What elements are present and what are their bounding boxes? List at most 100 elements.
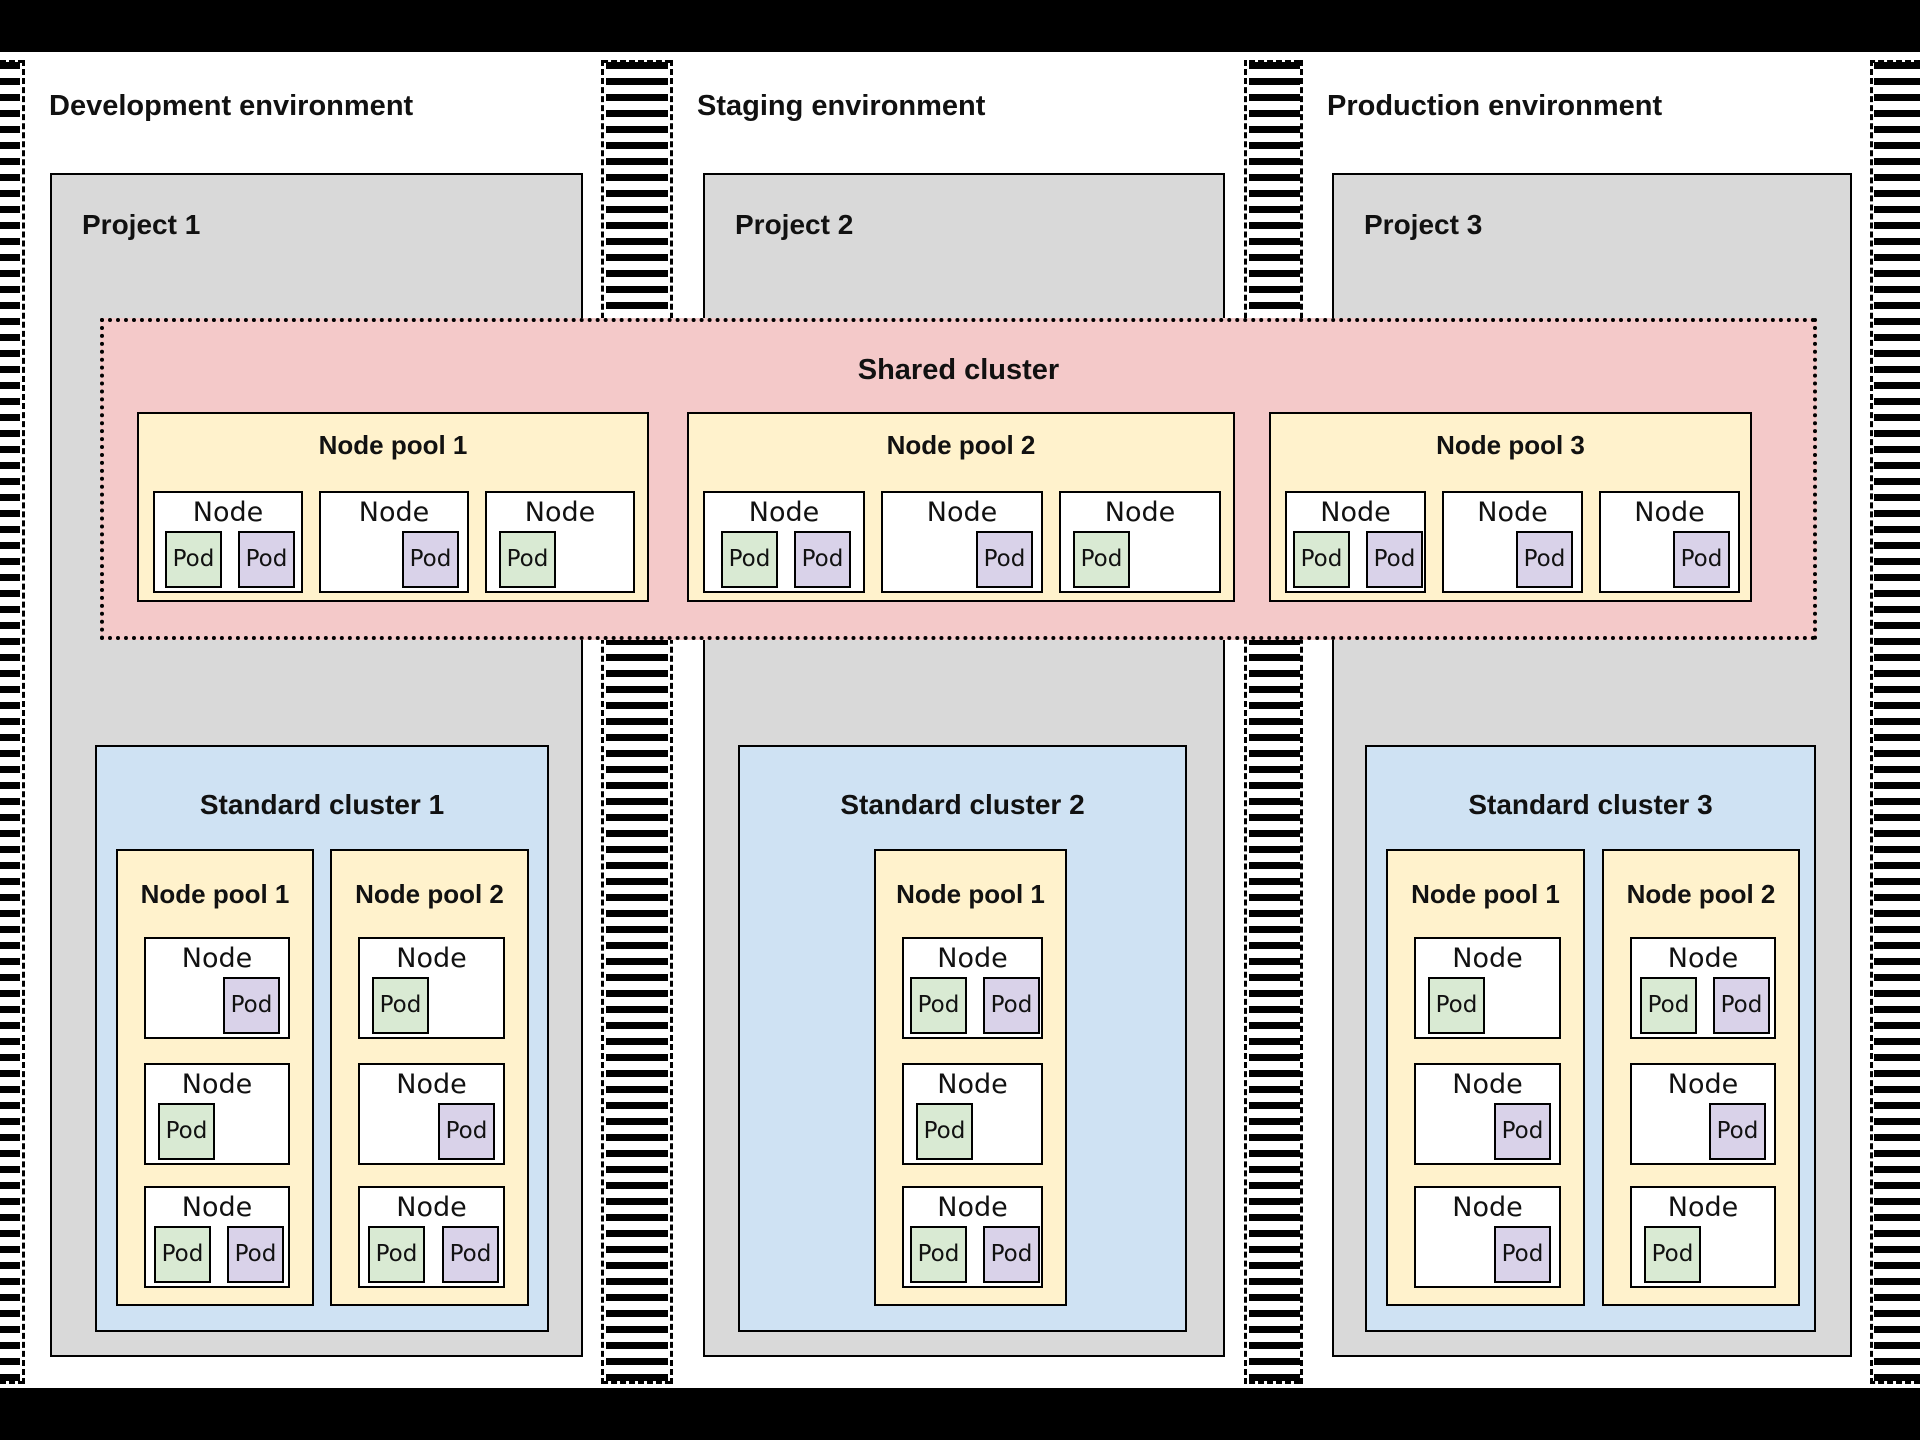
pod-purple: Pod (223, 977, 280, 1034)
pod-purple: Pod (1516, 531, 1573, 588)
node-pool: Node pool 1 Node Pod Node Pod Node Pod P… (116, 849, 314, 1306)
pod-purple: Pod (983, 977, 1040, 1034)
node-label: Node (181, 943, 253, 974)
node-box: Node Pod (144, 937, 290, 1039)
node-box: Node Pod (1599, 491, 1740, 593)
environment-title: Staging environment (697, 90, 986, 122)
pod-green: Pod (368, 1226, 425, 1283)
node-label: Node (1452, 943, 1523, 974)
cluster-title: Standard cluster 2 (840, 789, 1085, 820)
node-label: Node (1104, 497, 1176, 528)
pod-purple: Pod (1709, 1103, 1766, 1160)
pod-purple: Pod (402, 531, 459, 588)
node-pool: Node pool 1 Node Pod Pod Node Pod Node P… (137, 412, 649, 602)
node-pool-title: Node pool 2 (355, 879, 504, 909)
node-box: Node Pod Pod (144, 1186, 290, 1288)
pod-green: Pod (1428, 977, 1485, 1034)
node-box: Node Pod (485, 491, 635, 593)
node-pool: Node pool 2 Node Pod Pod Node Pod Node P… (687, 412, 1235, 602)
pod-purple: Pod (238, 531, 295, 588)
pod-purple: Pod (1494, 1103, 1551, 1160)
cluster-title: Standard cluster 1 (199, 789, 445, 820)
node-label: Node (1667, 943, 1739, 974)
node-pool: Node pool 2 Node Pod Node Pod Node Pod P… (330, 849, 529, 1306)
hatch-separator-dev-staging (606, 62, 668, 1382)
node-pool-title: Node pool 3 (1436, 430, 1585, 460)
node-box: Node Pod (1414, 1186, 1561, 1288)
hatch-separator-staging-prod (1249, 62, 1300, 1382)
node-label: Node (1667, 1069, 1739, 1100)
node-box: Node Pod (1414, 937, 1561, 1039)
node-pool: Node pool 1 Node Pod Node Pod Node Pod (1386, 849, 1585, 1306)
node-label: Node (396, 943, 467, 974)
node-box: Node Pod (902, 1063, 1043, 1165)
node-box: Node Pod (358, 937, 505, 1039)
node-label: Node (181, 1192, 253, 1223)
shared-cluster: Shared cluster Node pool 1 Node Pod Pod … (100, 318, 1817, 640)
pod-purple: Pod (1673, 531, 1730, 588)
node-label: Node (1452, 1192, 1523, 1223)
node-box: Node Pod (1059, 491, 1221, 593)
pod-purple: Pod (976, 531, 1033, 588)
node-box: Node Pod Pod (703, 491, 865, 593)
node-box: Node Pod (319, 491, 469, 593)
pod-green: Pod (1644, 1226, 1701, 1283)
node-box: Node Pod Pod (1630, 937, 1776, 1039)
pod-green: Pod (499, 531, 556, 588)
node-box: Node Pod Pod (902, 1186, 1043, 1288)
node-box: Node Pod Pod (358, 1186, 505, 1288)
node-box: Node Pod Pod (1285, 491, 1426, 593)
project-title: Project 3 (1364, 209, 1483, 240)
node-label: Node (1452, 1069, 1523, 1100)
shared-cluster-title: Shared cluster (857, 354, 1060, 386)
node-label: Node (396, 1069, 467, 1100)
pod-purple: Pod (1494, 1226, 1551, 1283)
node-label: Node (1634, 497, 1705, 528)
node-box: Node Pod (358, 1063, 505, 1165)
pod-green: Pod (910, 977, 967, 1034)
standard-cluster-3: Standard cluster 3 Node pool 1 Node Pod … (1365, 745, 1816, 1332)
node-label: Node (524, 497, 596, 528)
node-box: Node Pod Pod (902, 937, 1043, 1039)
pod-green: Pod (154, 1226, 211, 1283)
node-label: Node (358, 497, 430, 528)
node-box: Node Pod Pod (153, 491, 303, 593)
pod-green: Pod (1293, 531, 1350, 588)
node-label: Node (1320, 497, 1391, 528)
hatch-separator-left (0, 62, 20, 1382)
node-pool-title: Node pool 1 (896, 879, 1045, 909)
node-pool-title: Node pool 2 (1626, 879, 1776, 909)
node-label: Node (748, 497, 820, 528)
node-label: Node (1477, 497, 1548, 528)
node-pool-title: Node pool 1 (140, 879, 290, 909)
node-pool-title: Node pool 2 (886, 430, 1036, 460)
environment-title: Development environment (49, 90, 414, 122)
pod-purple: Pod (438, 1103, 495, 1160)
pod-purple: Pod (442, 1226, 499, 1283)
node-box: Node Pod (1442, 491, 1583, 593)
node-box: Node Pod (1414, 1063, 1561, 1165)
environment-title: Production environment (1327, 90, 1663, 122)
pod-green: Pod (1073, 531, 1130, 588)
pod-green: Pod (721, 531, 778, 588)
node-label: Node (937, 1192, 1008, 1223)
pod-green: Pod (372, 977, 429, 1034)
standard-cluster-1: Standard cluster 1 Node pool 1 Node Pod … (95, 745, 549, 1332)
node-label: Node (937, 943, 1008, 974)
pod-green: Pod (916, 1103, 973, 1160)
project-title: Project 1 (82, 209, 201, 240)
node-label: Node (192, 497, 264, 528)
hatch-separator-right (1874, 62, 1920, 1382)
project-title: Project 2 (735, 209, 854, 240)
node-label: Node (396, 1192, 467, 1223)
node-pool: Node pool 1 Node Pod Pod Node Pod Node P… (874, 849, 1067, 1306)
pod-green: Pod (1640, 977, 1697, 1034)
pod-purple: Pod (1713, 977, 1770, 1034)
pod-purple: Pod (983, 1226, 1040, 1283)
node-box: Node Pod (144, 1063, 290, 1165)
pod-purple: Pod (227, 1226, 284, 1283)
pod-green: Pod (165, 531, 222, 588)
standard-cluster-2: Standard cluster 2 Node pool 1 Node Pod … (738, 745, 1187, 1332)
node-label: Node (926, 497, 998, 528)
